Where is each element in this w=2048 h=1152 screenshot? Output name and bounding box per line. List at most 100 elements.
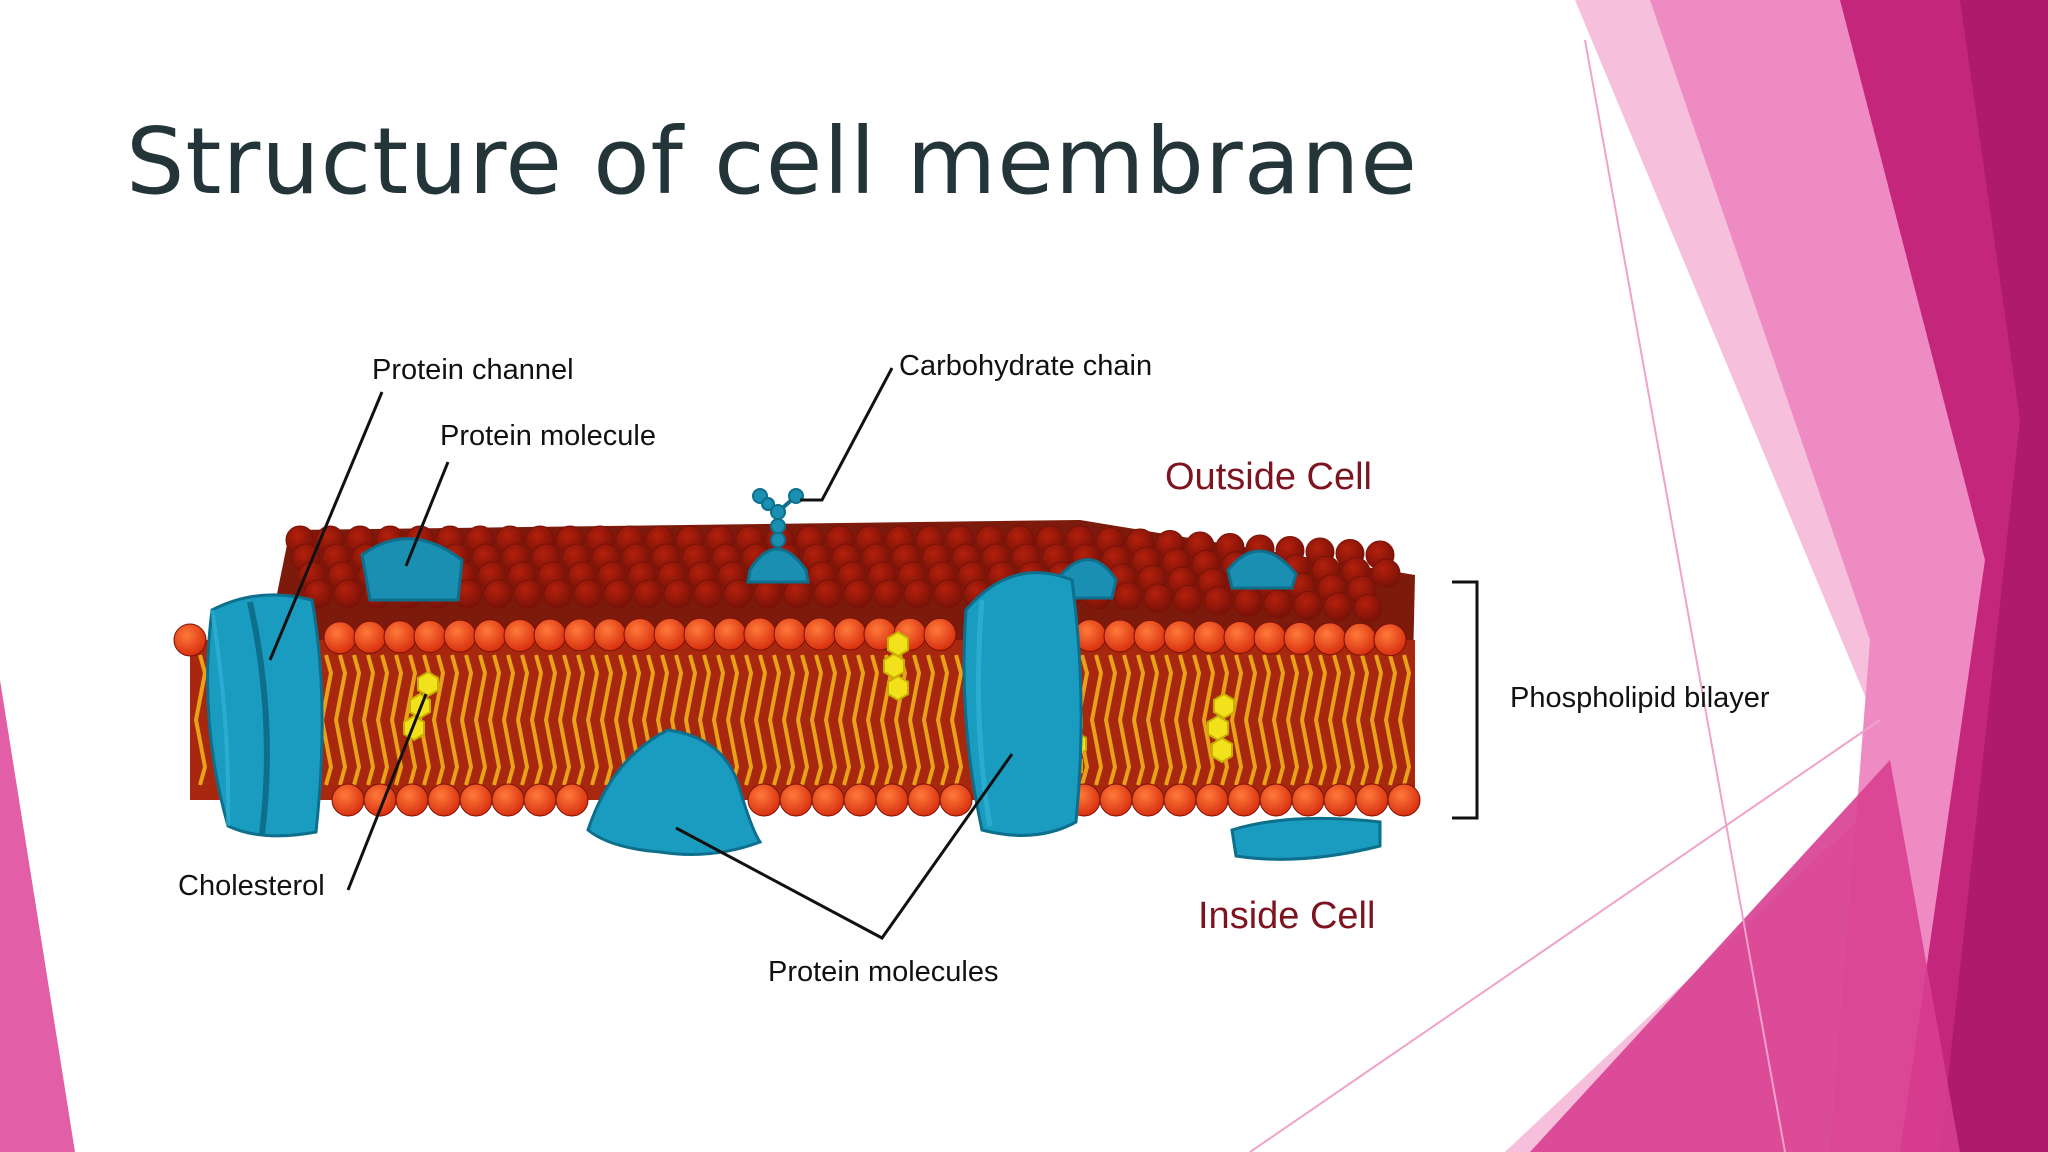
fatty-acid-tail	[487, 654, 502, 786]
fatty-acid-tail	[1103, 654, 1118, 786]
phospholipid-head-back	[1323, 592, 1353, 622]
fatty-acid-tail	[431, 654, 446, 786]
phospholipid-head-back	[1233, 587, 1263, 617]
fatty-acid-tail	[375, 654, 390, 786]
protein-molecule-bottom	[586, 728, 763, 856]
fatty-acid-tail	[1299, 654, 1314, 786]
phospholipid-head-top	[1103, 619, 1137, 653]
label-carbohydrate-chain: Carbohydrate chain	[899, 350, 1153, 382]
deco-bottom-wedge	[1530, 760, 1960, 1152]
fatty-acid-tail	[837, 654, 852, 786]
phospholipid-head-back	[603, 579, 633, 609]
phospholipid-head-back	[1263, 589, 1293, 619]
fatty-acid-tail	[795, 654, 810, 786]
phospholipid-head-top	[803, 617, 837, 651]
fatty-acid-tail	[1257, 654, 1272, 786]
label-outside-cell: Outside Cell	[1165, 456, 1372, 498]
fatty-acid-tail	[1117, 654, 1132, 786]
phospholipid-head-back	[873, 579, 903, 609]
fatty-acid-tail	[1271, 654, 1286, 786]
phospholipid-head-back	[1173, 584, 1203, 614]
phospholipid-head-back	[813, 579, 843, 609]
phospholipid-head-bottom	[939, 783, 973, 817]
phospholipid-head-back	[753, 579, 783, 609]
fatty-acid-tail	[529, 654, 544, 786]
phospholipid-head-top	[353, 620, 387, 654]
fatty-acid-tail	[781, 654, 796, 786]
leader-carbohydrate-chain	[800, 367, 894, 502]
label-inside-cell: Inside Cell	[1198, 895, 1376, 937]
deco-thin-line-2	[1249, 719, 1881, 1152]
phospholipid-head-bottom	[331, 783, 365, 817]
phospholipid-head-top	[833, 617, 867, 651]
phospholipid-head-back	[1371, 558, 1401, 588]
phospholipid-head-top	[563, 618, 597, 652]
label-cholesterol: Cholesterol	[178, 870, 325, 902]
phospholipid-head-bottom	[779, 783, 813, 817]
fatty-acid-tail	[851, 654, 866, 786]
phospholipid-head-top	[1373, 623, 1407, 657]
fatty-acid-tail	[445, 654, 460, 786]
phospholipid-head-top	[1223, 621, 1257, 655]
phospholipid-head-top	[1283, 621, 1317, 655]
phospholipid-head-top	[173, 623, 207, 657]
phospholipid-head-top	[1343, 622, 1377, 656]
fatty-acid-tail	[1243, 654, 1258, 786]
leader-protein-molecules	[675, 753, 1014, 940]
fatty-acid-tail	[907, 654, 922, 786]
fatty-acid-tail	[1341, 654, 1356, 786]
fatty-acid-tail	[193, 654, 208, 786]
phospholipid-head-top	[503, 618, 537, 652]
fatty-acid-tail	[1355, 654, 1370, 786]
fatty-acid-tail	[1173, 654, 1188, 786]
fatty-acid-tail	[1369, 654, 1384, 786]
phospholipid-head-bottom	[1195, 783, 1229, 817]
protein-channel	[206, 593, 324, 838]
phospholipid-head-top	[383, 620, 417, 654]
fatty-acid-tail	[1159, 654, 1174, 786]
phospholipid-head-top	[683, 617, 717, 651]
fatty-acid-tail	[571, 654, 586, 786]
deco-thin-line-1	[1584, 39, 1786, 1152]
fatty-acid-tail	[543, 654, 558, 786]
phospholipid-heads	[173, 617, 1421, 817]
phospholipid-head-top	[1313, 622, 1347, 656]
fatty-acid-tail	[333, 654, 348, 786]
fatty-acid-tail	[1383, 654, 1398, 786]
phospholipid-head-back	[1203, 586, 1233, 616]
phospholipid-head-bottom	[747, 783, 781, 817]
fatty-acid-tail	[809, 654, 824, 786]
phospholipid-bilayer-bracket	[1452, 580, 1479, 820]
carbohydrate-chain-molecule	[752, 488, 804, 548]
fatty-acid-tail	[1313, 654, 1328, 786]
phospholipid-head-bottom	[1387, 783, 1421, 817]
fatty-acid-tail	[823, 654, 838, 786]
fatty-acid-tail	[1145, 654, 1160, 786]
phospholipid-head-top	[1133, 619, 1167, 653]
fatty-acid-tail	[1285, 654, 1300, 786]
label-phospholipid-bilayer: Phospholipid bilayer	[1510, 682, 1770, 714]
phospholipid-head-back	[1353, 593, 1383, 623]
phospholipid-head-back	[573, 579, 603, 609]
fatty-acid-tail	[501, 654, 516, 786]
phospholipid-head-bottom	[1099, 783, 1133, 817]
phospholipid-head-bottom	[907, 783, 941, 817]
protein-molecule-large	[962, 571, 1083, 837]
fatty-acid-tail	[1187, 654, 1202, 786]
fatty-acid-tail	[585, 654, 600, 786]
leader-lines	[268, 367, 1479, 940]
fatty-acid-tail	[1201, 654, 1216, 786]
fatty-acid-tail	[949, 654, 964, 786]
phospholipid-head-bottom	[875, 783, 909, 817]
phospholipid-head-top	[653, 617, 687, 651]
phospholipid-head-top	[623, 617, 657, 651]
phospholipid-head-back	[1143, 583, 1173, 613]
phospholipid-head-top	[1163, 620, 1197, 654]
fatty-acid-tail	[459, 654, 474, 786]
phospholipid-head-bottom	[811, 783, 845, 817]
deco-left-wedge	[0, 680, 75, 1152]
protein-back-far-right	[1226, 549, 1298, 590]
phospholipid-head-top	[773, 617, 807, 651]
